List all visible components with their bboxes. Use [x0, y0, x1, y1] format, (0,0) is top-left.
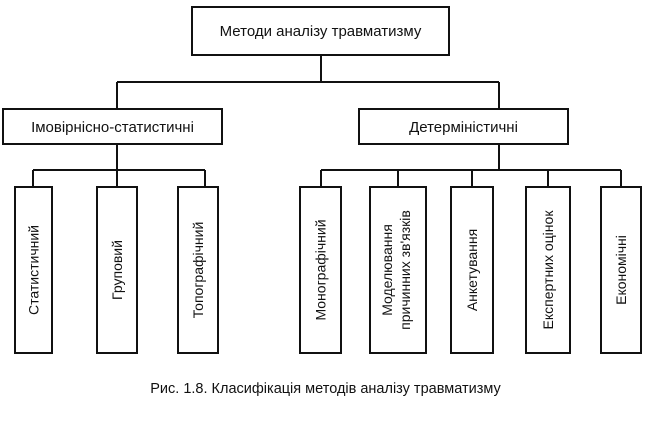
leaf-label: Анкетування — [464, 229, 480, 311]
leaf-label: Монографічний — [313, 219, 329, 320]
leaf-node-group: Груповий — [96, 186, 138, 354]
leaf-node-modeling: Моделювання причинних зв'язків — [369, 186, 427, 354]
figure-caption: Рис. 1.8. Класифікація методів аналізу т… — [150, 381, 501, 397]
leaf-node-economic: Економічні — [600, 186, 642, 354]
leaf-label: Експертних оцінок — [540, 210, 556, 330]
category-label: Детерміністичні — [409, 119, 518, 136]
root-label: Методи аналізу травматизму — [220, 23, 422, 40]
classification-diagram: Методи аналізу травматизму Імовірнісно-с… — [2, 6, 642, 354]
leaf-label: Економічні — [613, 235, 629, 305]
category-node-probabilistic: Імовірнісно-статистичні — [2, 108, 223, 145]
leaf-label: Груповий — [109, 240, 125, 300]
category-node-deterministic: Детерміністичні — [358, 108, 569, 145]
leaf-node-monographic: Монографічний — [299, 186, 342, 354]
category-label: Імовірнісно-статистичні — [31, 119, 194, 136]
root-node: Методи аналізу травматизму — [191, 6, 450, 56]
leaf-label: Топографічний — [190, 222, 206, 319]
leaf-node-questionnaire: Анкетування — [450, 186, 494, 354]
leaf-label-line1: Моделювання — [379, 224, 395, 316]
leaf-node-statistical: Статистичний — [14, 186, 53, 354]
leaf-node-expert: Експертних оцінок — [525, 186, 571, 354]
leaf-label-line2: причинних зв'язків — [397, 210, 413, 330]
leaf-label: Статистичний — [26, 225, 42, 315]
leaf-node-topographic: Топографічний — [177, 186, 219, 354]
connectors — [32, 55, 622, 187]
